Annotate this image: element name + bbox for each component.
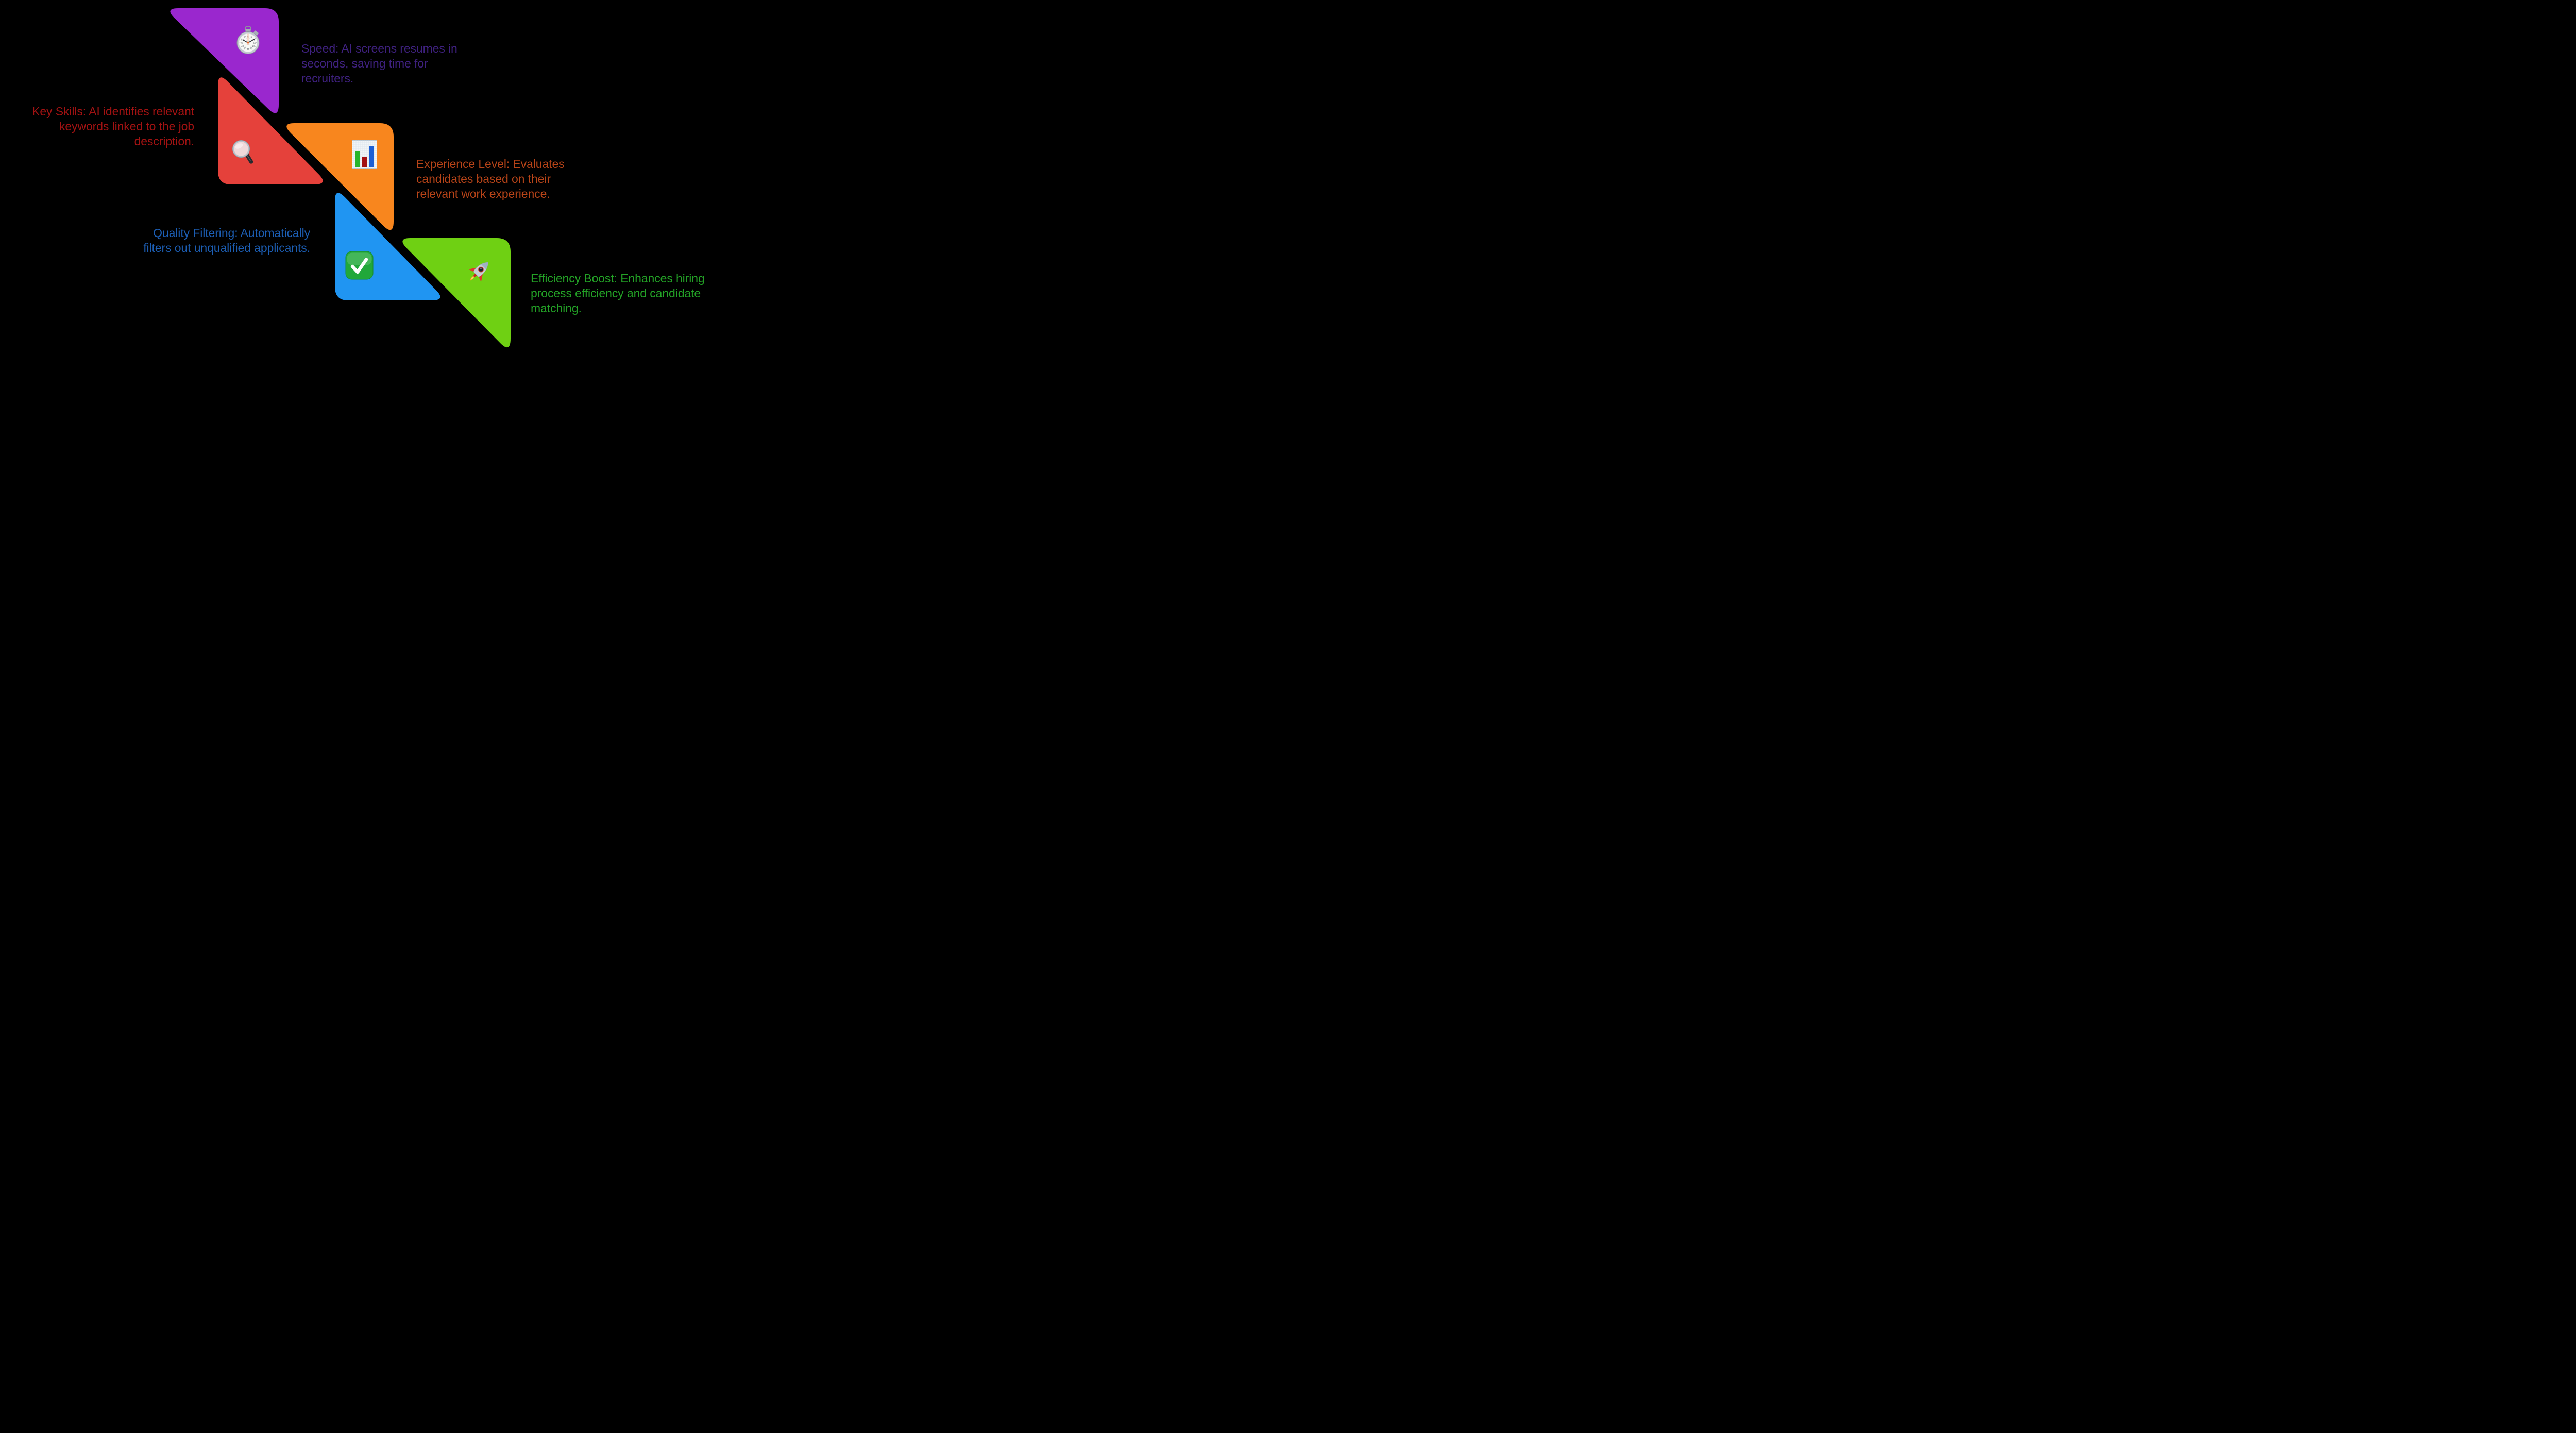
svg-text:35: 35 — [244, 47, 247, 49]
stopwatch-icon: 60 5 10 15 20 25 30 35 40 45 50 55 — [236, 26, 260, 54]
svg-text:15: 15 — [253, 42, 256, 44]
bar-chart-icon — [352, 140, 377, 169]
svg-text:50: 50 — [241, 38, 244, 41]
ai-resume-screening-infographic: 60 5 10 15 20 25 30 35 40 45 50 55 Speed… — [0, 0, 723, 358]
step-key-skills-label: Key Skills: AI identifies relevant keywo… — [32, 105, 194, 148]
step-experience-label: Experience Level: Evaluates candidates b… — [416, 157, 565, 200]
rocket-icon — [468, 262, 488, 282]
step-quality-label: Quality Filtering: Automatically filters… — [143, 226, 310, 255]
svg-text:30: 30 — [247, 48, 250, 50]
svg-text:40: 40 — [241, 45, 244, 47]
step-efficiency-label: Efficiency Boost: Enhances hiring proces… — [531, 272, 705, 315]
triangle-key-skills — [218, 77, 323, 184]
magnifying-glass-icon — [232, 140, 253, 164]
triangle-efficiency — [402, 238, 511, 348]
svg-text:45: 45 — [240, 42, 243, 44]
svg-text:55: 55 — [244, 36, 247, 39]
check-mark-icon — [345, 251, 374, 280]
step-speed-label: Speed: AI screens resumes in seconds, sa… — [301, 42, 457, 85]
svg-text:25: 25 — [250, 47, 253, 49]
svg-text:20: 20 — [252, 45, 256, 47]
svg-text:5: 5 — [250, 36, 252, 39]
